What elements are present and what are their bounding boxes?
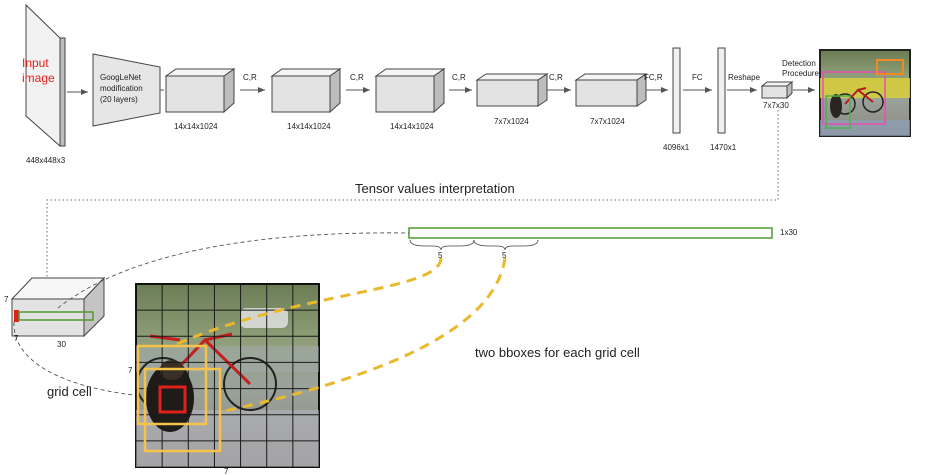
layer-box-4: 7x7x1024 [475,73,549,126]
op-label-1: C,R [243,73,257,82]
vector-1x30: 1x30 [408,227,798,239]
grid-label-left: 7 [128,366,133,375]
detection-line2: Procedure [782,69,819,78]
grid-image [135,283,320,468]
bbox-1 [136,344,208,426]
bracket-2 [473,239,539,251]
grid-cell-label: grid cell [47,384,92,399]
googlenet-line2: modification [100,84,143,93]
bracket-label-2: 5 [502,251,507,260]
fc-bar-2: 1470x1 [710,47,737,152]
vector-label: 1x30 [780,228,798,237]
fc-dims-2: 1470x1 [710,143,737,152]
input-dims: 448x448x3 [26,156,66,165]
op-label-2: C,R [350,73,364,82]
cube-dim-depth: 30 [57,340,66,349]
bracket-label-1: 5 [438,251,443,260]
layer-dims-4: 7x7x1024 [494,117,529,126]
layer-box-1: 14x14x1024 [164,68,236,131]
layer-dims-2: 14x14x1024 [287,122,331,131]
fc-dims-1: 4096x1 [663,143,690,152]
grid-label-bottom: 7 [224,467,229,475]
op-label-6: FC [692,73,703,82]
op-label-5: FC,R [644,73,663,82]
layer-dims-3: 14x14x1024 [390,122,434,131]
layer-box-3: 14x14x1024 [374,68,446,131]
cube-dim-side: 7 [4,295,9,304]
detection-result-image [819,49,911,137]
layer-box-5: 7x7x1024 [574,73,648,126]
input-label-line2: image [22,71,55,85]
grid-lines [136,284,319,467]
dotted-connector [46,110,779,278]
cell-vector-highlight [18,311,94,321]
dashed-arc-bbox-2 [219,257,507,414]
output-cube: 7x7x30 [760,80,794,110]
selected-grid-cell [158,385,187,414]
tensor-title: Tensor values interpretation [355,181,515,196]
op-label-4: C,R [549,73,563,82]
bboxes-label: two bboxes for each grid cell [475,345,640,360]
layer-box-2: 14x14x1024 [270,68,342,131]
op-label-3: C,R [452,73,466,82]
fc-bar-1: 4096x1 [663,47,690,152]
bbox-2 [143,367,222,453]
op-label-7: Reshape [728,73,761,82]
layer-dims-5: 7x7x1024 [590,117,625,126]
bracket-1 [409,239,475,251]
googlenet-line1: GoogLeNet [100,73,142,82]
googlenet-line3: (20 layers) [100,95,138,104]
detection-line1: Detection [782,59,816,68]
googlenet-block: GoogLeNet modification (20 layers) [92,53,161,127]
input-label-line1: Input [22,56,49,70]
output-dims: 7x7x30 [763,101,789,110]
layer-dims-1: 14x14x1024 [174,122,218,131]
tensor-cube: 7 7 30 [4,276,106,349]
input-image-slab: Input image 448x448x3 [22,3,66,165]
selected-cell-marker [14,310,19,322]
